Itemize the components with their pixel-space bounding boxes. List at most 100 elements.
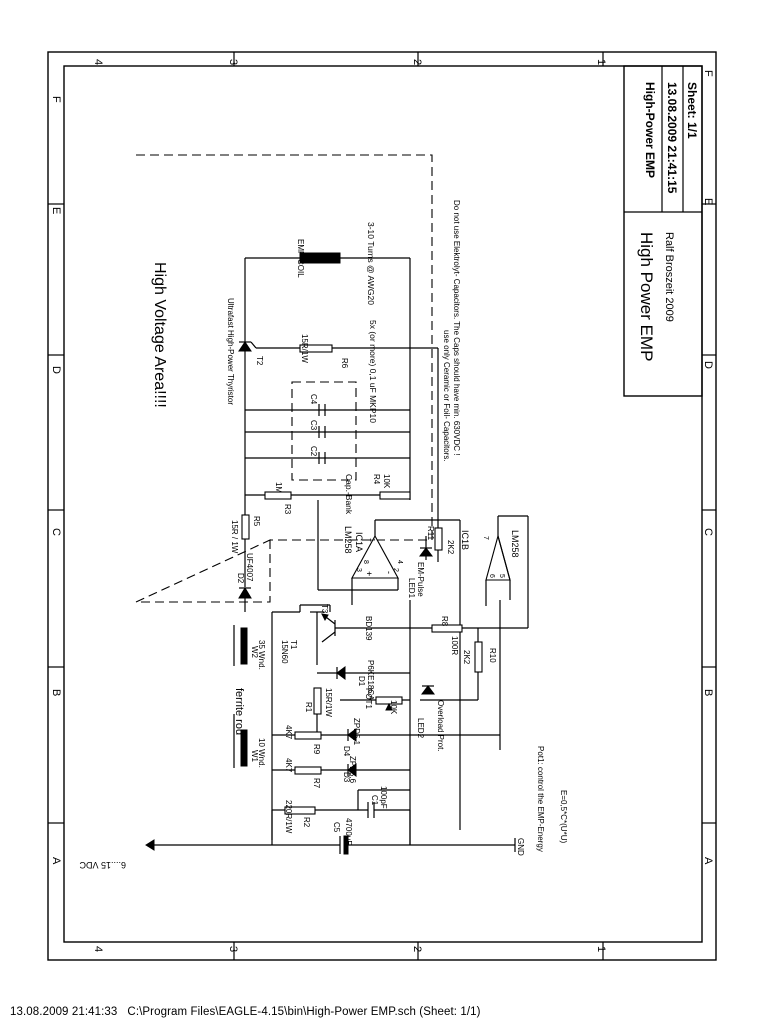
d1-value: P6KE18CA [366, 660, 375, 701]
w2-label: W2 [250, 646, 259, 659]
r1-value: 15R/1W [324, 688, 333, 717]
r5-value: 15R / 1W [230, 520, 239, 554]
opamp-ic1a: + - 3 2 1 8 4 [351, 534, 403, 579]
thyristor-t2 [238, 341, 257, 352]
led2-label: LED2 [416, 718, 425, 739]
t1-value: 15N60 [280, 640, 289, 664]
r10-label: R10 [488, 648, 497, 663]
emp-coil-label: EMP-COIL [296, 239, 305, 278]
capacitor-c3 [318, 426, 326, 438]
t2-label: T2 [255, 356, 264, 366]
ic1a-label: IC1A [354, 532, 364, 552]
title-block-author: Ralf Broszeit 2009 [663, 232, 675, 322]
d4-value: ZPD5,1 [352, 718, 361, 746]
em-pulse-label: EM-Pulse [416, 562, 425, 597]
caps-spec-note: 5x (or more) 0,1 uF MKP10 [368, 320, 378, 423]
resistor-r4 [379, 491, 411, 500]
hv-circuit: EMP-COIL C4 C3 C2 T2 R6 [230, 239, 439, 612]
c5-label: C5 [332, 822, 341, 833]
ferrite-label: ferrite rod [233, 688, 245, 735]
r2-value: 220R/1W [284, 800, 293, 834]
zone-number: 3 [227, 946, 239, 952]
zone-number: 4 [92, 59, 104, 65]
supply-label: 6....15 VDC [79, 860, 126, 870]
r3-value: 1M [274, 482, 283, 493]
zone-letter: F [702, 70, 714, 77]
caps-note-1: use only Ceramic or Foil- Capacitors. [442, 330, 451, 462]
frame-left-letters: F E D C B A [50, 96, 62, 865]
r2-label: R2 [302, 817, 311, 828]
r1-label: R1 [304, 702, 313, 713]
pin-5: 5 [498, 574, 505, 578]
high-voltage-label: High Voltage Area!!!! [151, 262, 168, 408]
r10-value: 2K2 [462, 650, 471, 665]
r6-label: R6 [340, 358, 349, 369]
c3-label: C3 [309, 420, 318, 431]
title-block-datetime: 13.08.2009 21:41:15 [665, 82, 679, 194]
diode-d1 [336, 666, 346, 680]
print-timestamp: 13.08.2009 21:41:33 [10, 1006, 118, 1018]
resistor-r9 [294, 731, 322, 740]
led1-label: LED1 [407, 578, 416, 599]
diode-d3 [347, 763, 357, 777]
zone-number: 2 [411, 946, 423, 952]
resistor-r5 [241, 514, 250, 540]
pin-2: 2 [392, 568, 399, 572]
overload-label: Overload Prot. [436, 700, 445, 752]
resistor-r7 [294, 766, 322, 775]
high-voltage-area: High Voltage Area!!!! 3-10 Turns @ AWG20… [135, 154, 461, 603]
r4-label: R4 [372, 474, 381, 485]
opamp-minus: - [384, 571, 394, 574]
winding-w1 [240, 729, 248, 767]
zone-letter: D [702, 361, 714, 369]
diode-d4 [347, 728, 357, 742]
ic1b-label: IC1B [460, 530, 470, 550]
resistor-r1 [313, 687, 322, 715]
c1-label: C1 [370, 795, 379, 806]
d1-label: D1 [357, 676, 366, 687]
t3-label: T3 [320, 604, 329, 614]
title-block-title: High Power EMP [637, 232, 656, 361]
title-block-sheet: Sheet: 1/1 [685, 82, 699, 139]
r11-label: R11 [426, 526, 435, 541]
diode-d2 [238, 587, 252, 599]
thyristor-note: Ultrafast High-Power Thyristor [226, 298, 235, 405]
r11-value: 2K2 [446, 540, 455, 555]
c2-label: C2 [309, 446, 318, 457]
r9-value: 4K7 [284, 725, 293, 740]
pot1-label: POT1 [364, 688, 373, 709]
print-footer: 13.08.2009 21:41:33 C:\Program Files\EAGL… [10, 1006, 481, 1018]
ic1a-value: LM258 [343, 526, 353, 554]
file-path: C:\Program Files\EAGLE-4.15\bin\High-Pow… [127, 1006, 481, 1018]
r3-label: R3 [283, 504, 292, 515]
zone-number: 1 [595, 59, 607, 65]
d2-label: D2 [236, 573, 245, 584]
r8-value: 100R [450, 636, 459, 655]
led-led2 [421, 685, 435, 695]
c1-value: 100pF [379, 786, 388, 809]
zone-letter: F [50, 96, 62, 103]
t1-label: T1 [289, 640, 298, 650]
t3-value: BD139 [364, 616, 373, 641]
c5-value: 4700µF [344, 818, 353, 845]
title-block-name: High-Power EMP [643, 82, 657, 178]
supply-arrow [145, 839, 155, 851]
emp-coil [299, 252, 341, 264]
pin-7: 7 [482, 536, 489, 540]
zone-letter: C [50, 528, 62, 536]
pot1-value: 10K [389, 700, 398, 715]
zone-letter: A [50, 857, 62, 865]
lv-circuit: R11 2K2 EM-Pulse LED1 R8 100R T3 BD139 [79, 500, 529, 870]
r6-value: 15R/1W [300, 334, 309, 363]
w1-label: W1 [250, 750, 259, 763]
resistor-r10 [474, 641, 483, 673]
zone-letter: A [702, 857, 714, 865]
winding-w2 [240, 627, 248, 665]
caps-note-2: Do not use Elektrolyt- Capacitors. The C… [452, 200, 461, 456]
zone-letter: B [50, 689, 62, 696]
zone-letter: B [702, 689, 714, 696]
zone-letter: D [50, 366, 62, 374]
r7-value: 4K7 [284, 758, 293, 773]
zone-number: 4 [92, 946, 104, 952]
